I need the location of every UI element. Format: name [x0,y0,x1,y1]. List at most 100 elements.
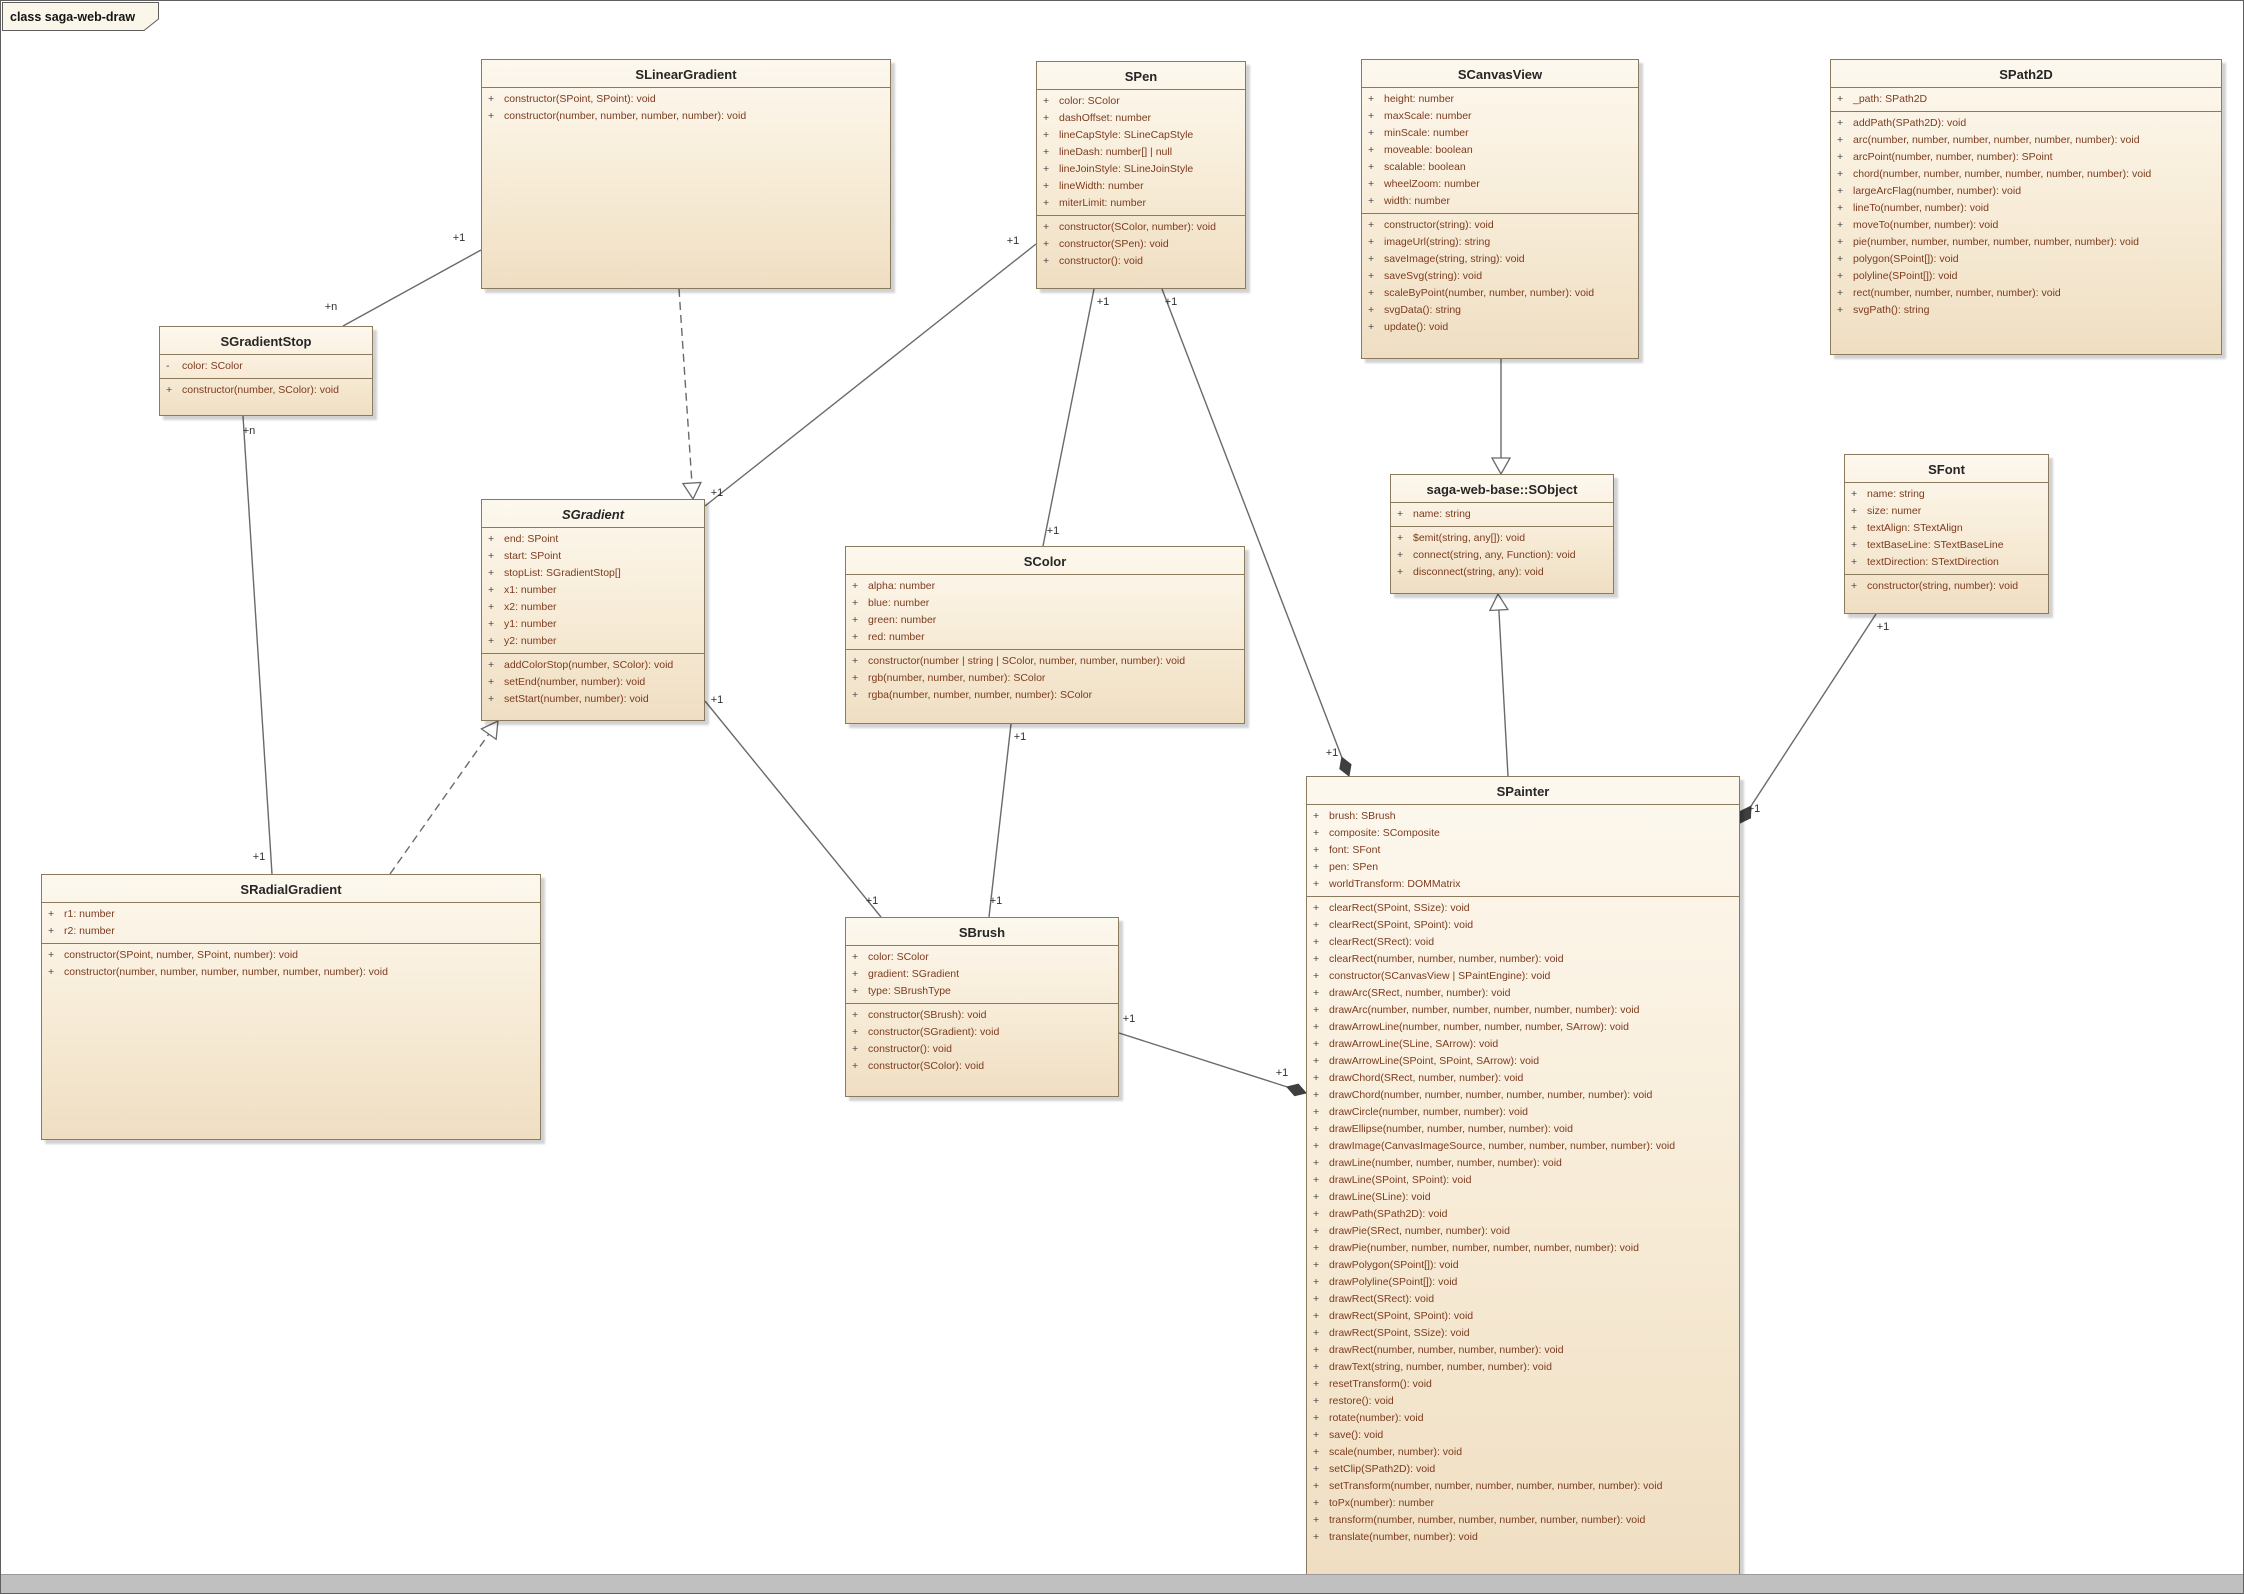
member-signature: translate(number, number): void [1329,1529,1478,1546]
attribute-row: +scalable: boolean [1362,159,1638,176]
attribute-row: +lineJoinStyle: SLineJoinStyle [1037,161,1245,178]
visibility-symbol: + [1043,195,1059,212]
operation-row: +toPx(number): number [1307,1495,1739,1512]
member-signature: lineDash: number[] | null [1059,144,1172,161]
member-signature: pen: SPen [1329,859,1378,876]
class-SFont[interactable]: SFont+name: string+size: numer+textAlign… [1844,454,2049,614]
class-name: SPainter [1307,777,1739,804]
class-SPath2D[interactable]: SPath2D+_path: SPath2D+addPath(SPath2D):… [1830,59,2222,355]
member-signature: pie(number, number, number, number, numb… [1853,234,2139,251]
visibility-symbol: + [1313,1002,1329,1019]
member-signature: update(): void [1384,319,1448,336]
member-signature: worldTransform: DOMMatrix [1329,876,1460,893]
member-signature: clearRect(number, number, number, number… [1329,951,1564,968]
visibility-symbol: + [1313,876,1329,893]
attribute-row: +blue: number [846,595,1244,612]
member-signature: drawArrowLine(SPoint, SPoint, SArrow): v… [1329,1053,1539,1070]
member-signature: y1: number [504,616,557,633]
visibility-symbol: + [1313,1104,1329,1121]
operation-row: +constructor(SColor): void [846,1058,1118,1075]
member-signature: height: number [1384,91,1454,108]
attribute-row: +moveable: boolean [1362,142,1638,159]
attribute-row: +color: SColor [1037,93,1245,110]
class-name: SGradient [482,500,704,527]
attributes-compartment: +color: SColor+gradient: SGradient+type:… [846,945,1118,1003]
member-signature: constructor(): void [1059,253,1143,270]
visibility-symbol: + [1837,183,1853,200]
member-signature: drawRect(number, number, number, number)… [1329,1342,1564,1359]
member-signature: drawLine(SPoint, SPoint): void [1329,1172,1471,1189]
operation-row: +connect(string, any, Function): void [1391,547,1613,564]
member-signature: constructor(number, number, number, numb… [64,964,388,981]
member-signature: end: SPoint [504,531,558,548]
class-SBrush[interactable]: SBrush+color: SColor+gradient: SGradient… [845,917,1119,1097]
visibility-symbol: + [1837,234,1853,251]
member-signature: svgData(): string [1384,302,1461,319]
visibility-symbol: + [1313,1393,1329,1410]
horizontal-scrollbar[interactable] [1,1574,2243,1593]
visibility-symbol: + [1313,1121,1329,1138]
operation-row: +setStart(number, number): void [482,691,704,708]
visibility-symbol: + [1368,91,1384,108]
operations-compartment: +constructor(SColor, number): void+const… [1037,215,1245,288]
member-signature: setClip(SPath2D): void [1329,1461,1435,1478]
operation-row: +constructor(number, number, number, num… [482,108,890,125]
member-signature: textDirection: STextDirection [1867,554,1999,571]
member-signature: scaleByPoint(number, number, number): vo… [1384,285,1594,302]
visibility-symbol: + [1837,132,1853,149]
member-signature: drawArrowLine(number, number, number, nu… [1329,1019,1629,1036]
attributes-compartment: +alpha: number+blue: number+green: numbe… [846,574,1244,649]
class-SPainter[interactable]: SPainter +brush: SBrush + composite: SCompo… [1306,776,1740,1577]
member-signature: constructor(): void [868,1041,952,1058]
class-SPen[interactable]: SPen+color: SColor+dashOffset: number+li… [1036,61,1246,289]
operation-row: +drawRect(number, number, number, number… [1307,1342,1739,1359]
member-signature: drawChord(number, number, number, number… [1329,1087,1652,1104]
member-signature: drawLine(number, number, number, number)… [1329,1155,1562,1172]
member-signature: drawPolygon(SPoint[]): void [1329,1257,1459,1274]
visibility-symbol: + [1368,268,1384,285]
attributes-compartment: +r1: number+r2: number [42,902,540,943]
visibility-symbol: + [1368,251,1384,268]
class-SColor[interactable]: SColor+alpha: number+blue: number+green:… [845,546,1245,724]
operation-row: +constructor(SColor, number): void [1037,219,1245,236]
visibility-symbol: + [1313,1274,1329,1291]
member-signature: y2: number [504,633,557,650]
attribute-row: +brush: SBrush [1307,808,1739,825]
class-SLinearGradient[interactable]: SLinearGradient+constructor(SPoint, SPoi… [481,59,891,289]
attribute-row: +green: number [846,612,1244,629]
class-SCanvasView[interactable]: SCanvasView+height: number+maxScale: num… [1361,59,1639,359]
operation-row: +constructor(SPoint, SPoint): void [482,91,890,108]
attribute-row: +maxScale: number [1362,108,1638,125]
class-SGradientStop[interactable]: SGradientStop-color: SColor+constructor(… [159,326,373,416]
visibility-symbol: + [1313,1291,1329,1308]
visibility-symbol: + [1313,1036,1329,1053]
visibility-symbol: + [488,548,504,565]
class-saga-web-base-SObject[interactable]: saga-web-base::SObject+name: string+$emi… [1390,474,1614,594]
diagram-title: class saga-web-draw [10,10,135,24]
class-SGradient[interactable]: SGradient+end: SPoint+start: SPoint+stop… [481,499,705,721]
operation-row: +imageUrl(string): string [1362,234,1638,251]
operation-row: +drawLine(number, number, number, number… [1307,1155,1739,1172]
visibility-symbol: + [1368,159,1384,176]
operation-row: +transform(number, number, number, numbe… [1307,1512,1739,1529]
visibility-symbol: + [852,670,868,687]
visibility-symbol: + [852,578,868,595]
operation-row: +drawRect(SRect): void [1307,1291,1739,1308]
member-signature: polygon(SPoint[]): void [1853,251,1959,268]
member-signature: save(): void [1329,1427,1383,1444]
visibility-symbol: + [1313,1359,1329,1376]
visibility-symbol: + [1837,200,1853,217]
attribute-row: +lineCapStyle: SLineCapStyle [1037,127,1245,144]
class-SRadialGradient[interactable]: SRadialGradient+r1: number+r2: number+co… [41,874,541,1140]
visibility-symbol: + [852,966,868,983]
visibility-symbol: + [488,616,504,633]
member-signature: constructor(string): void [1384,217,1494,234]
member-signature: drawRect(SPoint, SPoint): void [1329,1308,1473,1325]
member-signature: composite: SComposite [1329,825,1440,842]
operation-row: +drawEllipse(number, number, number, num… [1307,1121,1739,1138]
visibility-symbol: + [488,691,504,708]
visibility-symbol: + [1397,547,1413,564]
member-signature: clearRect(SRect): void [1329,934,1434,951]
